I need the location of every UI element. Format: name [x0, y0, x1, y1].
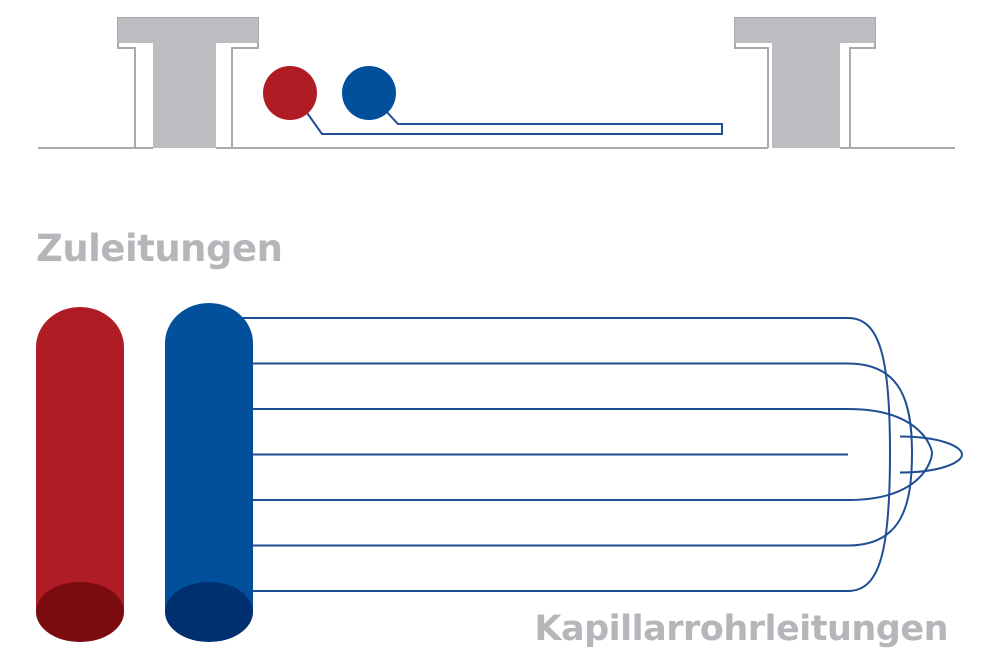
- supply-lines-label: Zuleitungen: [36, 227, 283, 270]
- capillary-mat: [36, 303, 964, 642]
- return-pipe-end: [165, 582, 253, 642]
- supply-pipe-section: [263, 66, 317, 120]
- supply-pipe: [36, 307, 124, 642]
- ceiling-cross-section: [38, 17, 955, 149]
- capillary-loop: [847, 362, 914, 547]
- right-ceiling-beam: [734, 17, 955, 149]
- capillary-loop: [847, 317, 892, 592]
- return-pipe: [165, 303, 253, 642]
- capillary-loop: [847, 408, 934, 501]
- return-pipe-section: [342, 66, 396, 120]
- section-capillary-loop: [304, 109, 723, 135]
- capillary-lines-label: Kapillarrohrleitungen: [534, 609, 948, 649]
- supply-pipe-end: [36, 582, 124, 642]
- left-ceiling-beam: [38, 17, 768, 149]
- capillary-tubes: [240, 317, 964, 592]
- capillary-loop: [899, 435, 964, 474]
